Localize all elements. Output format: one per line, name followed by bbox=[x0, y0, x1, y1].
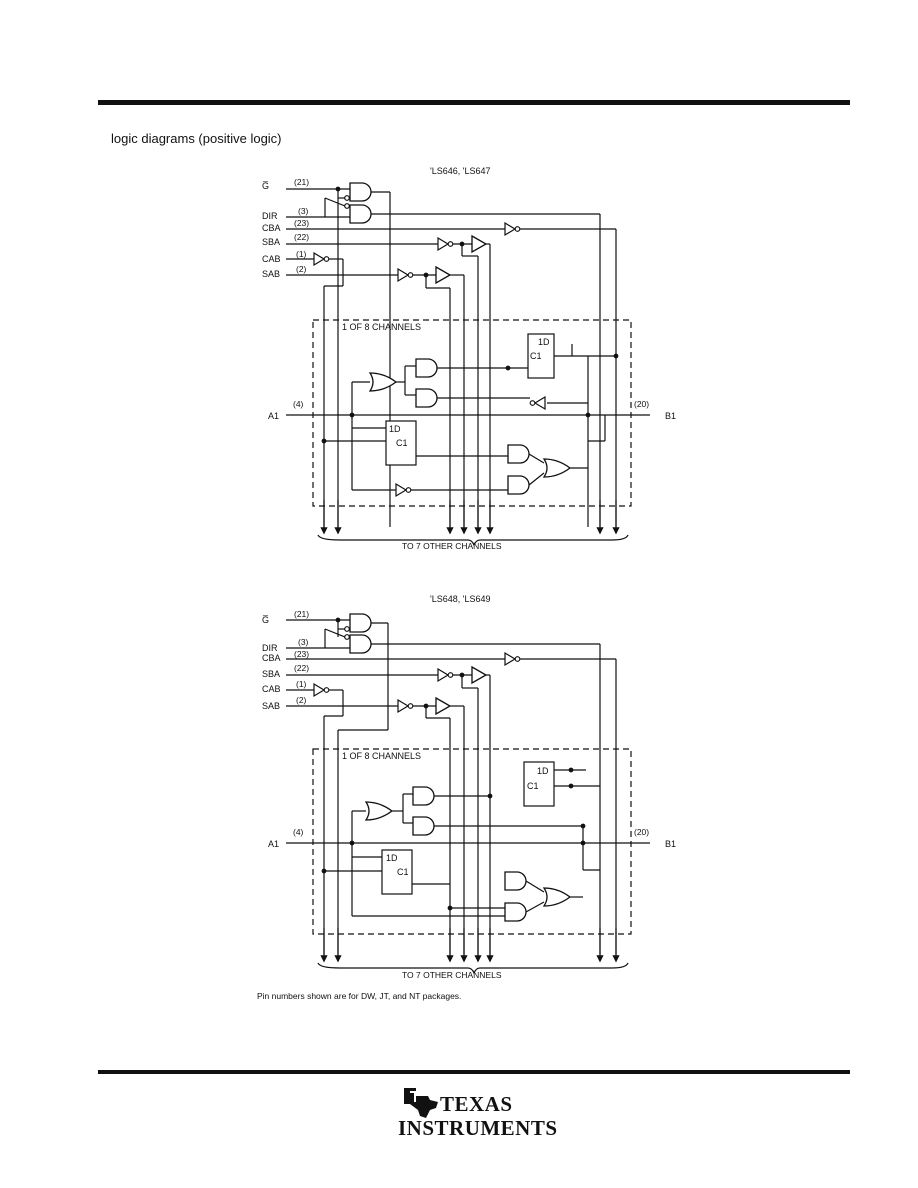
signal-sab-label-2: SAB bbox=[262, 701, 280, 711]
signal-cab-label-2: CAB bbox=[262, 684, 281, 694]
footer-rule bbox=[98, 1070, 850, 1074]
pin-22: (22) bbox=[294, 232, 309, 242]
pin-1: (1) bbox=[296, 249, 307, 259]
pin-21-2: (21) bbox=[294, 609, 309, 619]
ff-bottom-c-2: C1 bbox=[397, 867, 409, 877]
signal-cab-label: CAB bbox=[262, 254, 281, 264]
pin-3-2: (3) bbox=[298, 637, 309, 647]
pin-22-2: (22) bbox=[294, 663, 309, 673]
a1-label-1: A1 bbox=[268, 411, 279, 421]
signal-dir-label: DIR bbox=[262, 211, 278, 221]
ff-top-c-1: C1 bbox=[530, 351, 542, 361]
channel-label-2: 1 OF 8 CHANNELS bbox=[342, 751, 421, 761]
ff-bottom-c-1: C1 bbox=[396, 438, 408, 448]
b1-pin-1: (20) bbox=[634, 399, 649, 409]
ff-top-d-1: 1D bbox=[538, 337, 550, 347]
pin-21: (21) bbox=[294, 177, 309, 187]
ff-bottom-d-1: 1D bbox=[389, 424, 401, 434]
signal-sba-label-2: SBA bbox=[262, 669, 280, 679]
a1-pin-2: (4) bbox=[293, 827, 304, 837]
ti-state-icon bbox=[404, 1088, 438, 1118]
channel-label-1: 1 OF 8 CHANNELS bbox=[342, 322, 421, 332]
ff-top-d-2: 1D bbox=[537, 766, 549, 776]
pin-2-2: (2) bbox=[296, 695, 307, 705]
signal-sba-label: SBA bbox=[262, 237, 280, 247]
signal-dir-label-2: DIR bbox=[262, 643, 278, 653]
signal-g-label-2: G̅ bbox=[262, 615, 269, 625]
a1-pin-1: (4) bbox=[293, 399, 304, 409]
pin-3: (3) bbox=[298, 206, 309, 216]
section-title: logic diagrams (positive logic) bbox=[111, 131, 282, 146]
pin-23: (23) bbox=[294, 218, 309, 228]
header-rule bbox=[98, 100, 850, 105]
footnote: Pin numbers shown are for DW, JT, and NT… bbox=[257, 991, 462, 1001]
b1-label-2: B1 bbox=[665, 839, 676, 849]
diagram-2: 'LS648, 'LS649 G̅ DIR CBA SBA CAB SAB (2… bbox=[262, 594, 676, 980]
diagram-2-title: 'LS648, 'LS649 bbox=[430, 594, 491, 604]
ti-logo: TEXAS INSTRUMENTS bbox=[398, 1086, 558, 1142]
signal-cba-label-2: CBA bbox=[262, 653, 281, 663]
bottom-label-1: TO 7 OTHER CHANNELS bbox=[402, 541, 502, 551]
logo-line-1: TEXAS bbox=[440, 1092, 513, 1116]
logo-line-2: INSTRUMENTS bbox=[398, 1116, 558, 1140]
signal-g-label: G̅ bbox=[262, 181, 269, 191]
pin-23-2: (23) bbox=[294, 649, 309, 659]
a1-label-2: A1 bbox=[268, 839, 279, 849]
signal-sab-label: SAB bbox=[262, 269, 280, 279]
b1-pin-2: (20) bbox=[634, 827, 649, 837]
ff-top-c-2: C1 bbox=[527, 781, 539, 791]
bottom-label-2: TO 7 OTHER CHANNELS bbox=[402, 970, 502, 980]
ff-bottom-d-2: 1D bbox=[386, 853, 398, 863]
pin-1-2: (1) bbox=[296, 679, 307, 689]
pin-2: (2) bbox=[296, 264, 307, 274]
diagram-1-title: 'LS646, 'LS647 bbox=[430, 166, 491, 176]
b1-label-1: B1 bbox=[665, 411, 676, 421]
signal-cba-label: CBA bbox=[262, 223, 281, 233]
diagram-1: 'LS646, 'LS647 G̅ DIR CBA SBA CAB SAB (2… bbox=[262, 166, 676, 551]
